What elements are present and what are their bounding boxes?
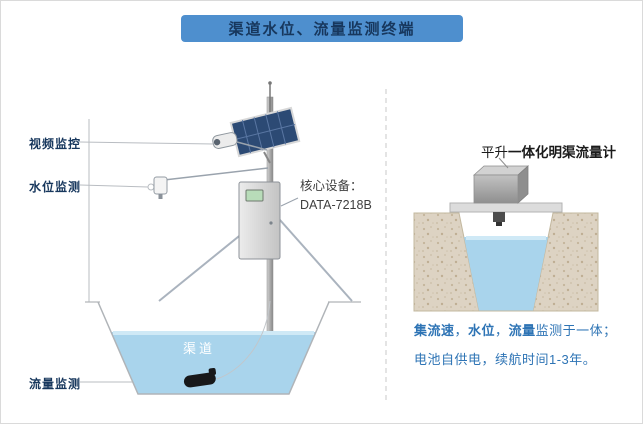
channel-label: 渠道 [183,341,216,356]
flowmeter-label: 平升一体化明渠流量计 [481,141,616,161]
soil-wall-right [532,212,599,312]
core-device-leader-line [280,197,299,207]
camera-icon [212,132,268,151]
flowmeter-device [472,165,530,226]
probe-sensor [493,212,505,222]
core-device-caption: 核心设备： [300,179,363,193]
flow-sensor [183,367,217,388]
flowmeter-name: 一体化明渠流量计 [508,145,616,160]
feature-tail: 监测于一体； [535,323,617,338]
page-title: 渠道水位、流量监测终端 [181,15,463,42]
feature-sep-2: ， [495,323,509,338]
flowmeter-feature-line: 集流速，水位，流量监测于一体； [414,320,617,339]
core-device-annotation: 核心设备： DATA-7218B [300,177,372,216]
feature-velocity: 集流速 [414,323,455,338]
water-level-leader-endpoint [147,183,155,191]
control-cabinet [238,181,299,260]
water-level-sensor [153,167,269,199]
flowmeter-illustration [413,157,599,312]
antenna [268,81,272,113]
core-device-model: DATA-7218B [300,198,372,213]
label-flow-monitoring: 流量监测 [29,377,82,391]
feature-flow: 流量 [508,323,536,338]
mount-beam [449,202,563,213]
flowmeter-channel-water [464,237,548,311]
feature-water-level: 水位 [468,323,496,338]
feature-sep-1: ， [454,323,469,338]
channel-outline [97,301,330,395]
flowmeter-brand: 平升 [481,145,508,160]
sensor-cable [216,300,271,380]
label-video-monitoring: 视频监控 [29,137,82,151]
water-level-leader-line [79,184,149,188]
video-leader-line [79,141,215,145]
battery-note-line: 电池自供电，续航时间1-3年。 [414,352,597,367]
label-water-level-monitoring: 水位监测 [29,180,82,194]
channel-cross-section [97,301,330,395]
solar-panel [229,106,301,164]
support-brace-right [271,210,353,302]
flowmeter-leader-line [498,157,509,169]
channel-water [111,332,316,394]
